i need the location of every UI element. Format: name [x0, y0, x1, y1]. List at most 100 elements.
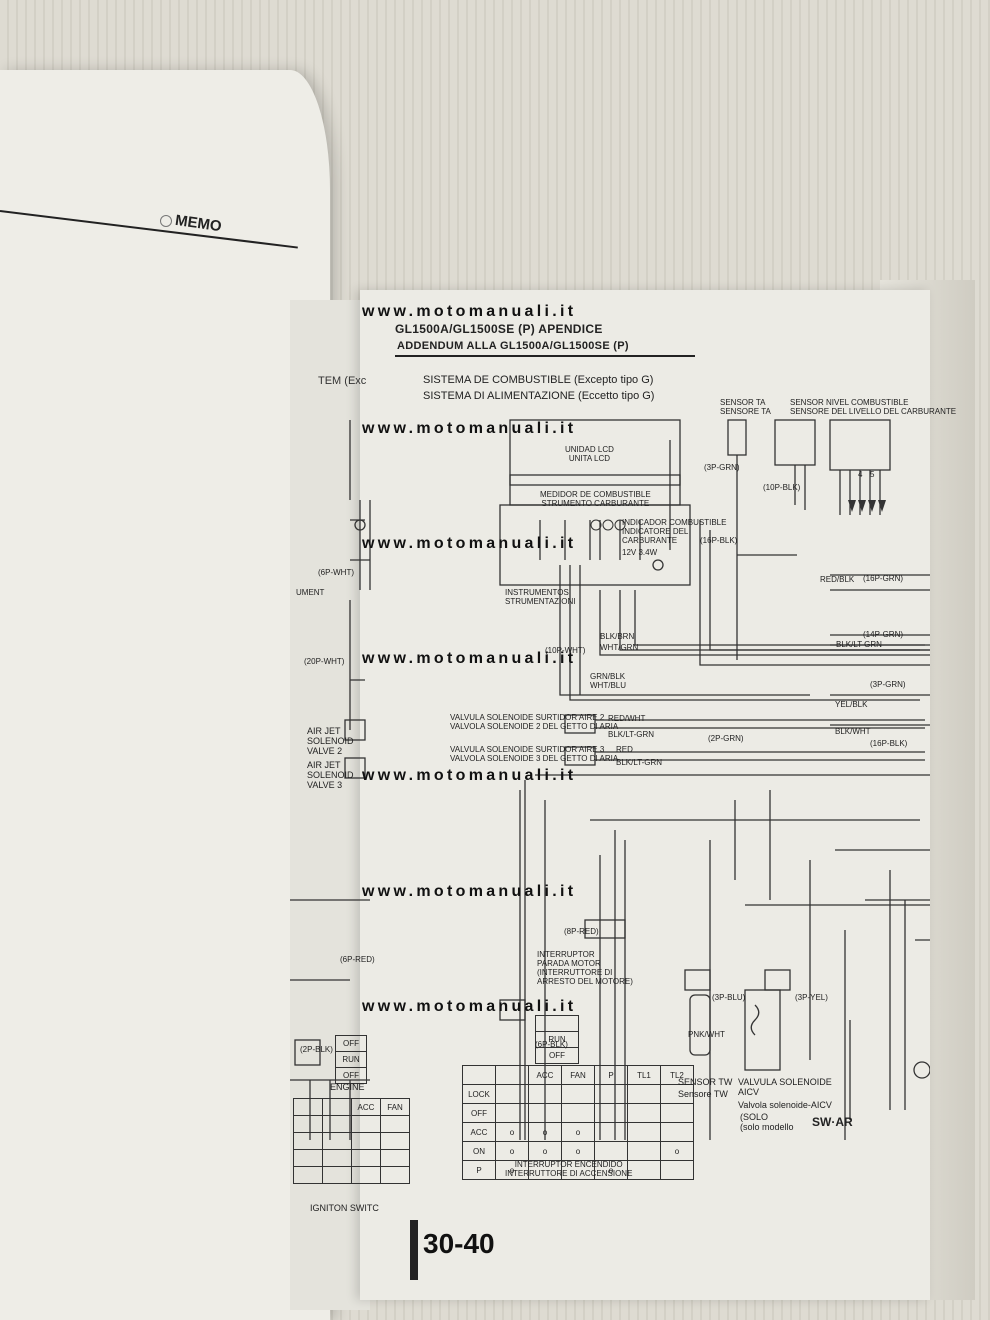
label-ument: UMENT — [296, 588, 325, 597]
meter-wires — [539, 520, 641, 560]
left-page — [0, 70, 330, 1320]
sensor-ta-label: SENSOR TA SENSORE TA — [720, 398, 771, 416]
grid-header: ACC — [351, 1098, 381, 1116]
grid-header: P — [594, 1065, 628, 1085]
air-valve-3 — [564, 746, 596, 766]
air-valve-2-label: VALVULA SOLENOIDE SURTIDOR AIRE 2 VALVOL… — [450, 713, 619, 731]
watermark: www.motomanuali.it — [362, 767, 577, 784]
connector-label: (16P-GRN) — [863, 574, 904, 583]
connector-label: (6P-BLK) — [535, 1040, 568, 1049]
label-air-jet-2: AIR JET SOLENOID VALVE 2 — [307, 726, 354, 756]
fuel-indicator-label: INDICADOR COMBUSTIBLE INDICATORE DEL CAR… — [622, 518, 727, 545]
grid-header — [462, 1065, 496, 1085]
left-air-valve-3 — [344, 757, 366, 779]
subtitle-es: SISTEMA DE COMBUSTIBLE (Excepto tipo G) — [423, 374, 654, 386]
aicv-coil — [750, 1004, 760, 1036]
connector-label: (16P-BLK) — [870, 739, 908, 748]
left-stop-switch-table: OFF RUN OFF — [335, 1035, 367, 1084]
connector-label: (3P-BLU) — [712, 993, 746, 1002]
wire-label: GRN/BLK — [590, 672, 626, 681]
lcd-unit-box — [509, 419, 681, 486]
connector-label: (3P-GRN) — [704, 463, 740, 472]
header-es: GL1500A/GL1500SE (P) APENDICE — [395, 322, 603, 336]
wire-label: YEL/BLK — [835, 700, 868, 709]
wire-label: BLK/WHT — [835, 727, 871, 736]
switch-row: OFF — [335, 1035, 367, 1052]
watermark: www.motomanuali.it — [362, 650, 577, 667]
grid-header: ACC — [528, 1065, 562, 1085]
ignition-switch-label: INTERRUPTOR ENCENDIDO INTERRUTTORE DI AC… — [505, 1160, 633, 1178]
connector-8p-red — [584, 919, 626, 939]
connector-label: (3P-GRN) — [870, 680, 906, 689]
connector-label: (10P-BLK) — [763, 483, 801, 492]
instrument-bus — [559, 565, 930, 701]
lamp-rating: 12V 3.4W — [622, 548, 658, 557]
left-underpage-wires — [290, 899, 370, 1140]
grid-header: FAN — [561, 1065, 595, 1085]
switch-row: OFF — [335, 1067, 367, 1084]
header-rule — [395, 355, 695, 357]
wire-label: RED/WHT — [608, 714, 646, 723]
air-valve-2 — [564, 714, 596, 734]
hole-mark — [160, 215, 172, 227]
wire-label: RED — [616, 745, 633, 754]
connector-label: (14P-GRN) — [863, 630, 904, 639]
sensor-ta — [727, 419, 747, 456]
solo-note: (SOLO (solo modello — [740, 1112, 794, 1132]
watermark: www.motomanuali.it — [362, 535, 577, 552]
connector-6p-wht: (6P-WHT) — [318, 568, 354, 577]
connector-label: (3P-YEL) — [795, 993, 828, 1002]
wire-label: WHT/GRN — [600, 643, 639, 652]
connector-aicv — [764, 969, 791, 991]
left-air-valve-2 — [344, 719, 366, 741]
sensor-tw-label: SENSOR TW — [678, 1077, 733, 1087]
sensor-tw-body — [689, 994, 711, 1056]
connector-6p-blk — [499, 999, 526, 1021]
pin-number: 5 — [870, 470, 875, 479]
gauge-symbol — [913, 1061, 930, 1079]
sw-ar-model: SW·AR — [812, 1115, 853, 1129]
connector-6p-red: (6P-RED) — [340, 955, 375, 964]
watermark: www.motomanuali.it — [362, 883, 577, 900]
connector-tw — [684, 969, 711, 991]
switch-row: RUN — [335, 1051, 367, 1068]
watermark: www.motomanuali.it — [362, 420, 577, 437]
watermark: www.motomanuali.it — [362, 998, 577, 1015]
grid-header: TL1 — [627, 1065, 661, 1085]
sensor-tw-label-it: Sensore TW — [678, 1089, 728, 1099]
page-number-rule — [410, 1220, 418, 1280]
subtitle-it: SISTEMA DI ALIMENTAZIONE (Eccetto tipo G… — [423, 390, 655, 402]
wire-label: WHT/BLU — [590, 681, 626, 690]
pin-number: 4 — [858, 470, 863, 479]
engine-stop-switch-table: RUN OFF — [535, 1015, 579, 1064]
connector-label: (16P-BLK) — [700, 536, 738, 545]
connector-label: (2P-GRN) — [708, 734, 744, 743]
instrument-frame — [499, 504, 691, 586]
sensor-wires — [794, 465, 881, 515]
header-rule — [0, 210, 298, 249]
engine-stop-label: INTERRUPTOR PARADA MOTOR (INTERRUTTORE D… — [537, 950, 633, 986]
label-air-jet-3: AIR JET SOLENOID VALVE 3 — [307, 760, 354, 790]
wire-label: RED/BLK — [820, 575, 855, 584]
left-connector — [294, 1039, 321, 1066]
wire-label: BLK/LT-GRN — [616, 758, 663, 767]
right-lower-wires — [849, 870, 930, 1120]
fuel-relay-box — [829, 419, 891, 471]
instruments-label: INSTRUMENTOS STRUMENTAZIONI — [505, 588, 576, 606]
wire-label: BLK/BRN — [600, 632, 635, 641]
grid-row-label: LOCK — [462, 1084, 496, 1104]
grid-row-label: OFF — [462, 1103, 496, 1123]
fuel-level-sensor-label: SENSOR NIVEL COMBUSTIBLE SENSORE DEL LIV… — [790, 398, 956, 416]
connector-2p-blk: (2P-BLK) — [300, 1045, 333, 1054]
air-valve-3-label: VALVULA SOLENOIDE SURTIDOR AIRE 3 VALVOL… — [450, 745, 619, 763]
wire-label: BLK/LT-GRN — [608, 730, 655, 739]
watermark: www.motomanuali.it — [362, 303, 577, 320]
grid-row-label: P — [462, 1160, 496, 1180]
grid-row-label: ON — [462, 1141, 496, 1161]
connector-20p-wht: (20P-WHT) — [304, 657, 345, 666]
header-it: ADDENDUM ALLA GL1500A/GL1500SE (P) — [397, 340, 629, 352]
connector-label: (10P-WHT) — [545, 646, 586, 655]
grid-header: FAN — [380, 1098, 410, 1116]
label-ignition: IGNITON SWITC — [310, 1203, 379, 1213]
lcd-unit-label: UNIDAD LCD UNITA LCD — [565, 445, 614, 463]
